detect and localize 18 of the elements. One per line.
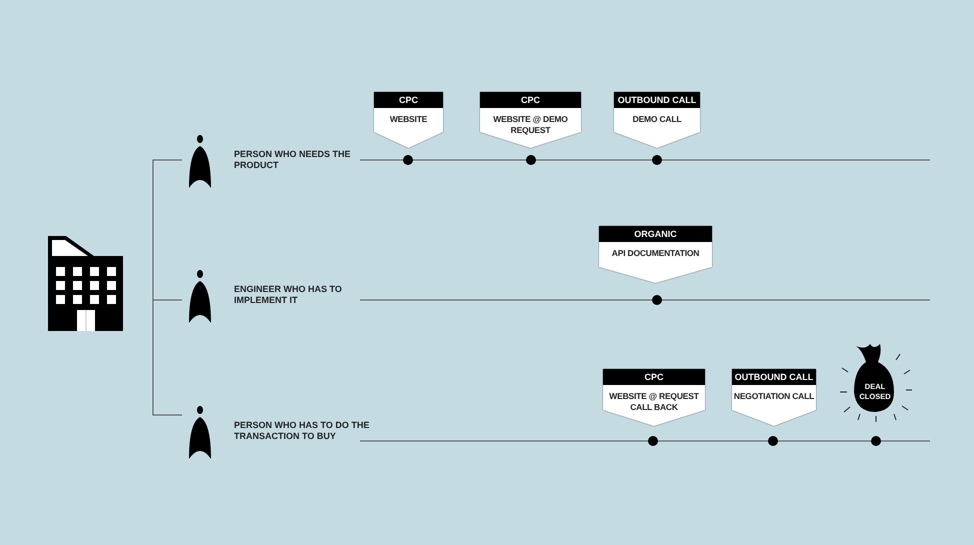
callout-header: OUTBOUND CALL <box>732 369 816 385</box>
person-role-label: PERSON WHO NEEDS THE PRODUCT <box>234 149 352 171</box>
bracket-line <box>152 160 182 300</box>
callout-header: CPC <box>603 369 705 385</box>
callout-header: ORGANIC <box>599 226 712 242</box>
callout-text: NEGOTIATION CALL <box>732 391 816 402</box>
callout-text: WEBSITE <box>388 114 428 125</box>
callout-text: WEBSITE @ DEMO REQUEST <box>492 114 569 136</box>
callout-header: OUTBOUND CALL <box>614 92 700 108</box>
bracket-line <box>152 298 182 416</box>
person-role-label: ENGINEER WHO HAS TO IMPLEMENT IT <box>234 284 343 306</box>
person-role-label: PERSON WHO HAS TO DO THE TRANSACTION TO BUY <box>234 420 370 442</box>
callout-text: WEBSITE @ REQUEST CALL BACK <box>608 391 700 413</box>
callout-header: CPC <box>374 92 443 108</box>
callout-text: DEMO CALL <box>632 114 682 125</box>
callout-text: API DOCUMENTATION <box>610 248 700 259</box>
bracket-line <box>152 298 182 300</box>
callout-header: CPC <box>480 92 581 108</box>
